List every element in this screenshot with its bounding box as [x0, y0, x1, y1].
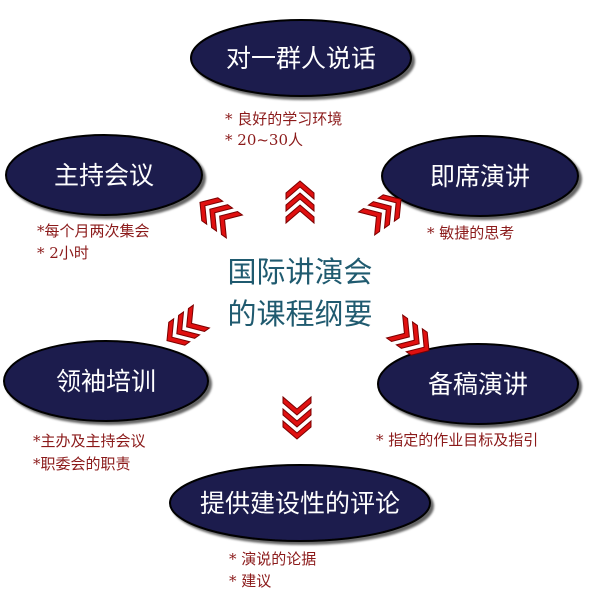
- node-bottom-right-ellipse: [377, 343, 579, 425]
- arrow-down-left-icon: [158, 304, 210, 353]
- node-bottom-label: 提供建设性的评论: [200, 489, 400, 518]
- arrow-up-icon: [285, 180, 315, 224]
- node-top-right: 即席演讲: [381, 135, 579, 217]
- bullet-item: * 演说的论据: [229, 550, 316, 568]
- node-bottom-right: 备稿演讲: [377, 343, 579, 425]
- bullet-item: * 指定的作业目标及指引: [376, 431, 538, 449]
- bullet-item: *主办及主持会议: [33, 432, 146, 450]
- node-top-right-ellipse: [381, 135, 579, 217]
- node-bottom-left-label: 领袖培训: [56, 367, 156, 396]
- node-top-left-label: 主持会议: [54, 161, 154, 190]
- node-top-ellipse: [190, 19, 412, 97]
- arrow-down-icon: [282, 396, 312, 440]
- bullet-item: * 2小时: [37, 244, 89, 262]
- center-title-line2: 的课程纲要: [227, 297, 372, 331]
- node-bottom-left-bullets: *主办及主持会议 *职委会的职责: [33, 432, 146, 473]
- center-title-line1: 国际讲演会: [227, 255, 372, 289]
- node-top: 对一群人说话: [190, 19, 412, 97]
- bullet-item: * 敏捷的思考: [427, 224, 514, 242]
- node-top-label: 对一群人说话: [226, 44, 376, 73]
- bullet-item: * 20~30人: [225, 131, 303, 149]
- node-bottom-ellipse: [169, 464, 431, 542]
- node-bottom-bullets: * 演说的论据 * 建议: [229, 550, 316, 590]
- node-top-bullets: * 良好的学习环境 * 20~30人: [225, 110, 342, 149]
- bullet-item: *职委会的职责: [33, 455, 131, 473]
- node-bottom-right-bullets: * 指定的作业目标及指引: [376, 431, 538, 449]
- node-top-left: 主持会议: [5, 134, 203, 216]
- node-bottom-left: 领袖培训: [3, 340, 209, 422]
- node-bottom: 提供建设性的评论: [169, 464, 431, 542]
- bullet-item: *每个月两次集会: [37, 222, 150, 240]
- node-top-right-label: 即席演讲: [430, 162, 530, 191]
- node-bottom-right-label: 备稿演讲: [428, 370, 528, 399]
- bullet-item: * 良好的学习环境: [225, 110, 342, 128]
- arrow-up-left-icon: [191, 190, 243, 239]
- node-bottom-left-ellipse: [3, 340, 209, 422]
- node-top-left-bullets: *每个月两次集会 * 2小时: [37, 222, 150, 262]
- node-top-left-ellipse: [5, 134, 203, 216]
- bullet-item: * 建议: [229, 572, 271, 590]
- node-top-right-bullets: * 敏捷的思考: [427, 224, 514, 242]
